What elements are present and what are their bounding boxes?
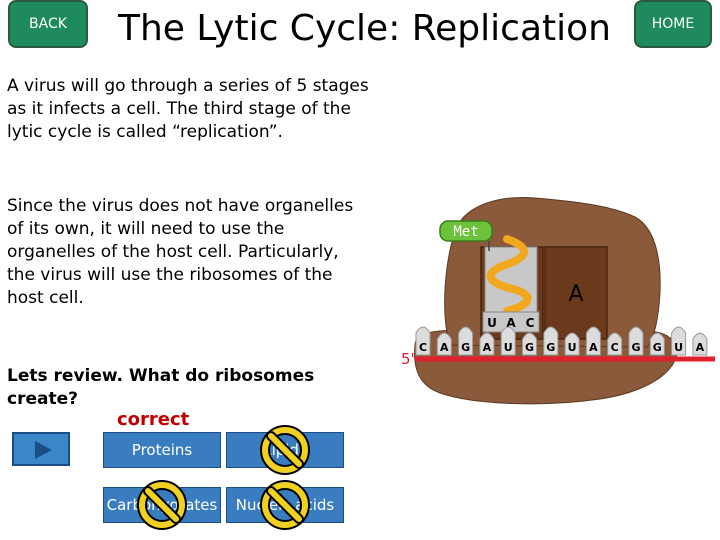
review-question: Lets review. What do ribosomes create?	[7, 366, 315, 409]
met-label: Met	[453, 224, 478, 240]
mrna-base: G	[458, 326, 474, 356]
mrna-base-label: G	[525, 341, 534, 354]
mrna-base-label: A	[696, 341, 705, 354]
mrna-base-label: G	[631, 341, 640, 354]
mrna-base: A	[692, 332, 708, 356]
mrna-base-label: C	[611, 341, 619, 354]
mrna-base-label: G	[546, 341, 555, 354]
mrna-base-label: C	[419, 341, 427, 354]
mrna-base: C	[415, 326, 431, 356]
mrna-base: G	[522, 332, 537, 356]
anticodon-base: U	[487, 316, 497, 330]
mrna-base: U	[500, 326, 516, 356]
mrna-base: U	[564, 332, 580, 356]
mrna-base-label: U	[504, 341, 513, 354]
mrna-base-label: G	[653, 341, 662, 354]
mrna-base: U	[671, 326, 687, 356]
mrna-base: G	[628, 326, 644, 356]
mrna-base: G	[543, 326, 559, 356]
mrna-base: G	[649, 332, 665, 356]
trna-spiral	[487, 235, 532, 315]
mrna-base-label: U	[674, 341, 683, 354]
answer-nucleic-acids-button[interactable]: Nucleic acids	[226, 480, 344, 530]
no-sign-icon	[260, 425, 310, 475]
mrna-base-label: G	[461, 341, 470, 354]
next-play-button[interactable]	[12, 432, 70, 466]
mrna-base: C	[607, 332, 623, 356]
mrna-base: A	[479, 332, 495, 356]
mrna-base-label: A	[440, 341, 449, 354]
mrna-base: A	[436, 332, 452, 356]
back-button[interactable]: BACK	[8, 0, 88, 48]
answer-label: Proteins	[131, 441, 193, 459]
no-sign-icon	[260, 480, 310, 530]
answer-lipids-button[interactable]: Lipids	[226, 425, 344, 475]
five-prime-label: 5'	[401, 350, 415, 368]
a-site-label: A	[568, 282, 583, 307]
no-sign-icon	[137, 480, 187, 530]
intro-paragraph: A virus will go through a series of 5 st…	[7, 76, 369, 142]
mrna-base: A	[585, 326, 601, 356]
home-button[interactable]: HOME	[634, 0, 712, 48]
a-site	[544, 246, 608, 340]
ribosome-paragraph: Since the virus does not have organelles…	[7, 196, 354, 308]
mrna-base-label: U	[568, 341, 577, 354]
page-title: The Lytic Cycle: Replication	[118, 8, 611, 49]
play-icon	[35, 441, 52, 459]
met-tag	[439, 220, 493, 242]
mrna-base-label: A	[589, 341, 598, 354]
answer-carbohydrates-button[interactable]: Carbohydrates	[103, 480, 221, 530]
correct-feedback: correct	[117, 409, 190, 430]
answer-proteins-button[interactable]: Proteins	[103, 432, 221, 468]
mrna-base-label: A	[483, 341, 492, 354]
anticodon-base: C	[526, 316, 535, 330]
anticodon-base: A	[506, 316, 516, 330]
